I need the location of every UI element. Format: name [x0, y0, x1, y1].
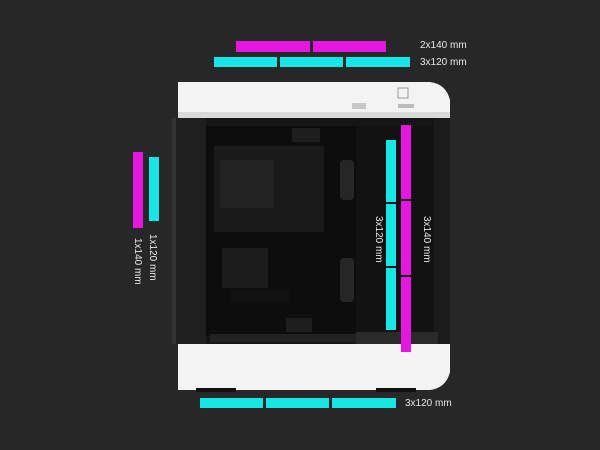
top-140-label: 2x140 mm: [420, 40, 467, 51]
rear-140-bar: [133, 152, 143, 228]
bottom-vent: [356, 332, 438, 344]
tray-cutout-inner: [220, 160, 274, 208]
cable-grommet-b: [340, 258, 354, 302]
case-top-panel: [178, 82, 450, 118]
side-mount: [356, 126, 440, 336]
fan-140-segment: [236, 41, 310, 52]
side-140-bar: [401, 125, 411, 352]
rear-frame: [172, 118, 206, 344]
tray-slot-a: [230, 290, 290, 302]
foot-left: [196, 388, 236, 392]
rear-140-label: 1x140 mm: [132, 238, 143, 285]
case-bottom-panel: [178, 344, 450, 390]
bottom-120-bar: [200, 398, 396, 408]
fan-120-segment: [386, 204, 396, 266]
fan-120-segment: [346, 57, 410, 67]
side-120-label: 3x120 mm: [373, 216, 384, 263]
top-120-bar: [214, 57, 410, 67]
fan-140-segment: [401, 201, 411, 275]
fan-120-segment: [386, 268, 396, 330]
top-port: [398, 104, 414, 108]
fan-120-segment: [280, 57, 343, 67]
top-io-slot: [352, 103, 366, 109]
fan-140-segment: [313, 41, 386, 52]
fan-120-segment: [386, 140, 396, 202]
tray-cutout-lower: [222, 248, 268, 288]
rear-120-bar: [149, 157, 159, 221]
top-120-label: 3x120 mm: [420, 57, 467, 68]
fan-140-segment: [401, 277, 411, 352]
tray-hole-b: [286, 318, 312, 332]
case-top-shadow: [178, 112, 450, 120]
fan-120-segment: [200, 398, 263, 408]
rear-120-label: 1x120 mm: [147, 234, 158, 281]
fan-140-segment: [401, 125, 411, 199]
rear-edge: [172, 118, 176, 344]
foot-right: [376, 388, 416, 392]
side-120-bar: [386, 140, 396, 330]
fan-120-segment: [214, 57, 277, 67]
front-glass-edge: [434, 118, 450, 344]
fan-120-segment: [266, 398, 329, 408]
tray-hole-a: [292, 128, 320, 142]
power-button: [397, 87, 409, 99]
cable-grommet-a: [340, 160, 354, 200]
side-140-label: 3x140 mm: [421, 216, 432, 263]
bottom-grille: [210, 334, 356, 342]
fan-120-segment: [332, 398, 396, 408]
bottom-120-label: 3x120 mm: [405, 398, 452, 409]
top-140-bar: [236, 41, 386, 52]
